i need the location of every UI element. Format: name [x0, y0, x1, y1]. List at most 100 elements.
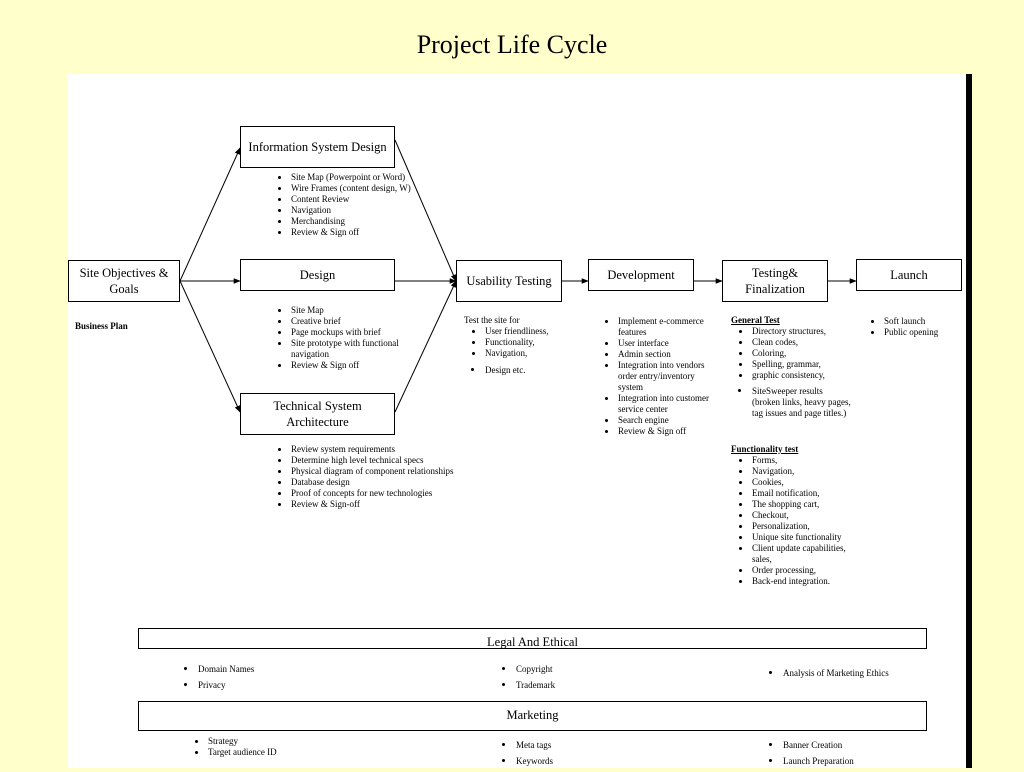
functionality-test-list: Forms, Navigation, Cookies, Email notifi…: [731, 455, 851, 587]
design-list: Site Map Creative brief Page mockups wit…: [270, 305, 430, 371]
list-item: Page mockups with brief: [290, 327, 430, 338]
legal-col1-list: Domain Names Privacy: [177, 664, 327, 696]
list-item: SiteSweeper results (broken links, heavy…: [751, 386, 851, 419]
list-item: Target audience ID: [207, 747, 337, 758]
site-objectives-label: Site Objectives & Goals: [79, 266, 169, 296]
list-item: Launch Preparation: [782, 756, 912, 767]
list-item: Site Map (Powerpoint or Word): [290, 172, 450, 183]
marketing-col1-list: Strategy Target audience ID: [187, 736, 337, 758]
list-item: Search engine: [617, 415, 712, 426]
list-item: Functionality,: [484, 337, 584, 348]
list-item: Order processing,: [751, 565, 851, 576]
technical-architecture-box: Technical System Architecture: [240, 393, 395, 435]
list-item: The shopping cart,: [751, 499, 851, 510]
list-item: Public opening: [883, 327, 978, 338]
list-item: Copyright: [515, 664, 645, 675]
testing-finalization-label: Testing& Finalization: [745, 266, 805, 296]
legal-ethical-title: Legal And Ethical: [487, 635, 578, 649]
list-item: Admin section: [617, 349, 712, 360]
divider: [895, 730, 927, 731]
list-item: User interface: [617, 338, 712, 349]
list-item: graphic consistency,: [751, 370, 861, 381]
list-item: Client update capabilities, sales,: [751, 543, 851, 565]
marketing-col2-list: Meta tags Keywords: [495, 740, 645, 772]
arrow-info-design-to-usability: [394, 139, 457, 282]
divider: [160, 730, 280, 731]
list-item: Determine high level technical specs: [290, 455, 465, 466]
list-item: Keywords: [515, 756, 645, 767]
marketing-col3-list: Banner Creation Launch Preparation: [762, 740, 912, 772]
site-objectives-box: Site Objectives & Goals: [68, 260, 180, 302]
list-item: Strategy: [207, 736, 337, 747]
list-item: Coloring,: [751, 348, 861, 359]
divider: [630, 730, 732, 731]
marketing-title: Marketing: [506, 708, 559, 722]
arrow-objectives-to-info-design: [179, 147, 241, 282]
list-item: Email notification,: [751, 488, 851, 499]
document-page: [68, 74, 966, 768]
list-item: Review & Sign off: [617, 426, 712, 437]
business-plan-label: Business Plan: [75, 321, 128, 331]
legal-ethical-band: Legal And Ethical: [138, 628, 927, 649]
design-box: Design: [240, 259, 395, 291]
arrow-technical-to-usability: [394, 280, 457, 413]
general-test-list: Directory structures, Clean codes, Color…: [731, 326, 861, 381]
usability-testing-box: Usability Testing: [456, 260, 562, 302]
list-item: Banner Creation: [782, 740, 912, 751]
list-item: Site Map: [290, 305, 430, 316]
list-item: Implement e-commerce features: [617, 316, 712, 338]
technical-architecture-label: Technical System Architecture: [273, 399, 362, 429]
list-item: Back-end integration.: [751, 576, 851, 587]
development-list: Implement e-commerce features User inter…: [597, 316, 712, 437]
list-item: Database design: [290, 477, 465, 488]
launch-label: Launch: [890, 268, 928, 282]
list-item: Clean codes,: [751, 337, 861, 348]
list-item: Domain Names: [197, 664, 327, 675]
list-item: Review & Sign-off: [290, 499, 465, 510]
development-label: Development: [607, 268, 675, 282]
list-item: Wire Frames (content design, W): [290, 183, 450, 194]
development-box: Development: [588, 259, 694, 291]
launch-box: Launch: [856, 259, 962, 291]
legal-col2-list: Copyright Trademark: [495, 664, 645, 696]
list-item: Review & Sign off: [290, 360, 430, 371]
design-label: Design: [299, 268, 336, 282]
info-system-design-list: Site Map (Powerpoint or Word) Wire Frame…: [270, 172, 450, 238]
legal-col3-list: Analysis of Marketing Ethics: [762, 668, 892, 679]
list-item: Proof of concepts for new technologies: [290, 488, 465, 499]
info-system-design-box: Information System Design: [240, 126, 395, 168]
marketing-band: Marketing: [138, 701, 927, 731]
usability-intro: Test the site for: [464, 315, 520, 325]
list-item: Unique site functionality: [751, 532, 851, 543]
list-item: Checkout,: [751, 510, 851, 521]
usability-testing-label: Usability Testing: [466, 274, 552, 288]
list-item: User friendliness,: [484, 326, 584, 337]
launch-list: Soft launch Public opening: [863, 316, 978, 338]
document-shadow: [966, 74, 972, 768]
list-item: Review & Sign off: [290, 227, 450, 238]
list-item: Integration into vendors order entry/inv…: [617, 360, 712, 393]
usability-list: User friendliness, Functionality, Naviga…: [464, 326, 584, 359]
list-item: Forms,: [751, 455, 851, 466]
functionality-test-header: Functionality test: [731, 444, 799, 454]
list-item: Creative brief: [290, 316, 430, 327]
list-item: Integration into customer service center: [617, 393, 712, 415]
info-system-design-label: Information System Design: [248, 140, 387, 154]
testing-finalization-box: Testing& Finalization: [722, 260, 828, 302]
usability-extra-list: Design etc.: [464, 365, 584, 376]
arrow-objectives-to-technical: [179, 280, 241, 413]
divider: [322, 730, 464, 731]
sitesweeper-list: SiteSweeper results (broken links, heavy…: [731, 386, 851, 419]
list-item: Trademark: [515, 680, 645, 691]
list-item: Review system requirements: [290, 444, 465, 455]
list-item: Spelling, grammar,: [751, 359, 861, 370]
list-item: Navigation: [290, 205, 450, 216]
list-item: Personalization,: [751, 521, 851, 532]
list-item: Site prototype with functional navigatio…: [290, 338, 430, 360]
general-test-header: General Test: [731, 315, 780, 325]
list-item: Cookies,: [751, 477, 851, 488]
technical-architecture-list: Review system requirements Determine hig…: [270, 444, 465, 510]
list-item: Merchandising: [290, 216, 450, 227]
list-item: Navigation,: [751, 466, 851, 477]
